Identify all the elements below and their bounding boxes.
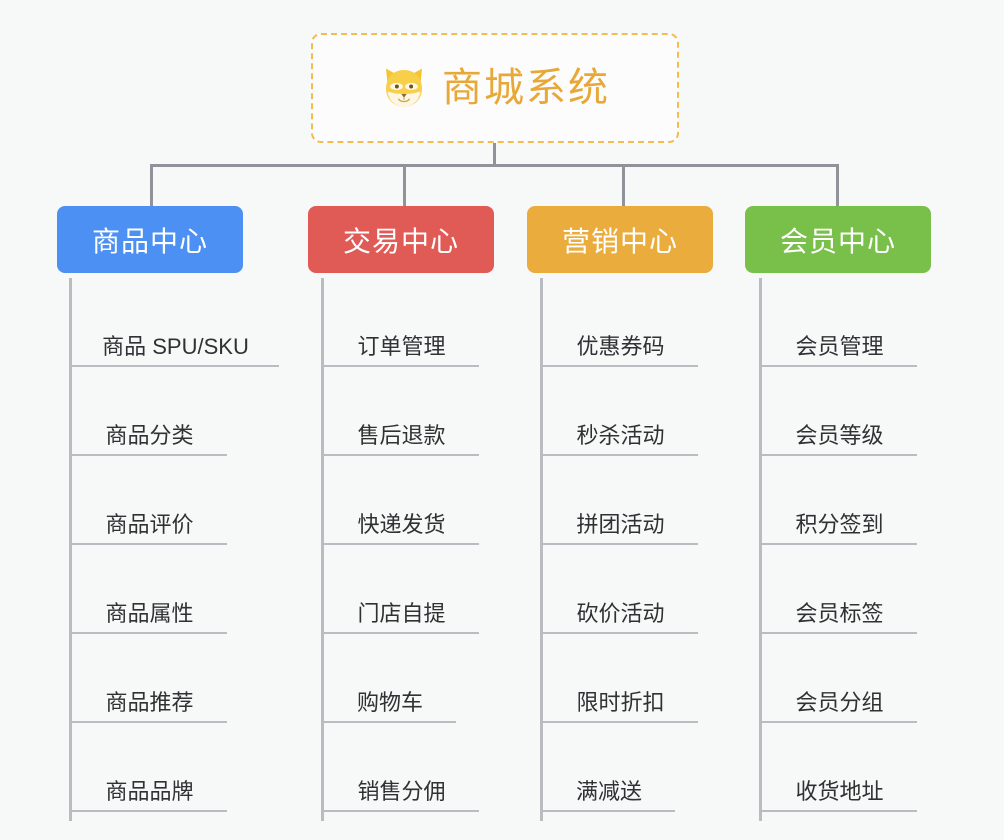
branch-spine-2 <box>321 278 324 821</box>
root-node[interactable]: 商城系统 <box>311 33 679 143</box>
branch-item[interactable]: 会员标签 <box>762 545 917 634</box>
branch-item[interactable]: 会员分组 <box>762 634 917 723</box>
root-title: 商城系统 <box>442 66 610 110</box>
branch-item[interactable]: 商品品牌 <box>72 723 227 812</box>
branch-item[interactable]: 限时折扣 <box>543 634 698 723</box>
branch-item[interactable]: 收货地址 <box>762 723 917 812</box>
branch-item[interactable]: 会员管理 <box>762 278 917 367</box>
branch-header-4[interactable]: 会员中心 <box>745 206 931 273</box>
branch-item[interactable]: 门店自提 <box>324 545 479 634</box>
branch-item[interactable]: 商品推荐 <box>72 634 227 723</box>
branch-item[interactable]: 订单管理 <box>324 278 479 367</box>
branch-header-label-1: 商品中心 <box>91 225 208 257</box>
branch-header-label-2: 交易中心 <box>342 225 459 257</box>
branch-item[interactable]: 积分签到 <box>762 456 917 545</box>
connector-root-stem <box>493 143 496 166</box>
branch-spine-4 <box>759 278 762 821</box>
branch-item[interactable]: 砍价活动 <box>543 545 698 634</box>
branch-header-label-3: 营销中心 <box>561 225 678 257</box>
branch-header-2[interactable]: 交易中心 <box>308 206 494 273</box>
branch-header-label-4: 会员中心 <box>779 225 896 257</box>
branch-spine-3 <box>540 278 543 821</box>
connector-drop-1 <box>150 164 153 206</box>
connector-horizontal-bus <box>150 164 838 167</box>
branch-item[interactable]: 商品 SPU/SKU <box>72 278 279 367</box>
branch-item[interactable]: 秒杀活动 <box>543 367 698 456</box>
connector-drop-3 <box>622 164 625 206</box>
branch-header-3[interactable]: 营销中心 <box>527 206 713 273</box>
branch-spine-1 <box>69 278 72 821</box>
branch-item[interactable]: 满减送 <box>543 723 675 812</box>
branch-item[interactable]: 售后退款 <box>324 367 479 456</box>
connector-drop-2 <box>403 164 406 206</box>
branch-item[interactable]: 商品评价 <box>72 456 227 545</box>
branch-item[interactable]: 会员等级 <box>762 367 917 456</box>
branch-item[interactable]: 购物车 <box>324 634 456 723</box>
branch-item[interactable]: 拼团活动 <box>543 456 698 545</box>
branch-item[interactable]: 优惠券码 <box>543 278 698 367</box>
connector-drop-4 <box>836 164 839 206</box>
branch-item[interactable]: 快递发货 <box>324 456 479 545</box>
branch-item[interactable]: 销售分佣 <box>324 723 479 812</box>
branch-item[interactable]: 商品属性 <box>72 545 227 634</box>
shiba-dog-icon <box>386 68 422 107</box>
branch-header-1[interactable]: 商品中心 <box>57 206 243 273</box>
branch-item[interactable]: 商品分类 <box>72 367 227 456</box>
